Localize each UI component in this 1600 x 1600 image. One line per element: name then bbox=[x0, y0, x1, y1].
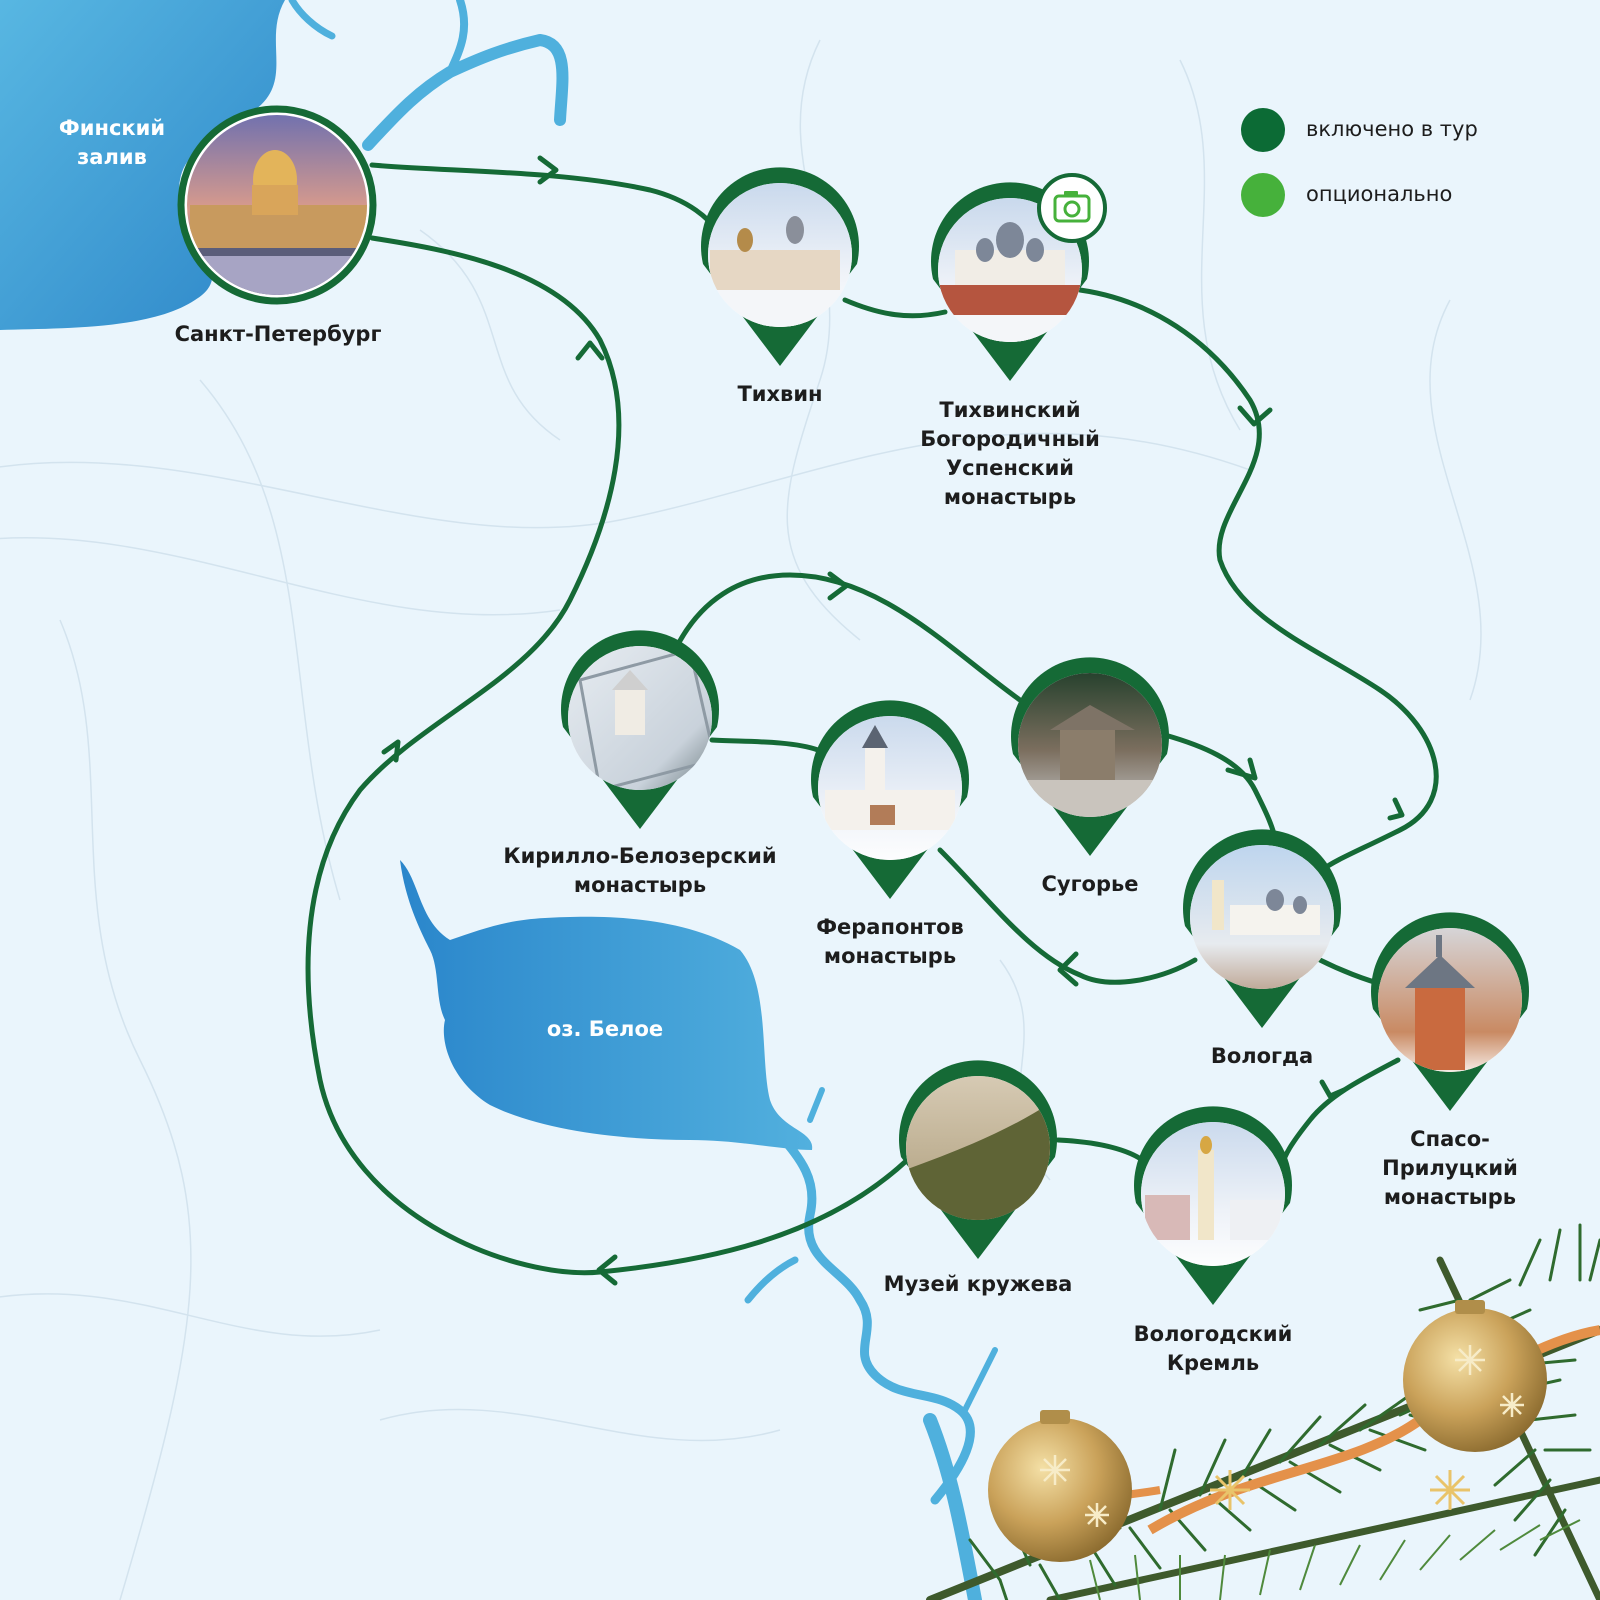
terrain-contours bbox=[0, 39, 1482, 1600]
label-lace-museum: Музей кружева bbox=[883, 1272, 1073, 1296]
label-vologda: Вологда bbox=[1210, 1044, 1314, 1068]
label-spaso: Спасо-Прилуцкий монастырь bbox=[1382, 1127, 1518, 1209]
pin-spaso[interactable] bbox=[1370, 912, 1530, 1111]
pin-tikhvin[interactable] bbox=[700, 167, 860, 366]
legend-optional-dot bbox=[1241, 173, 1285, 217]
gulf-label: Финский залив bbox=[58, 116, 166, 169]
legend-optional-label: опционально bbox=[1306, 182, 1453, 206]
gulf-of-finland bbox=[0, 0, 285, 330]
rivers bbox=[288, 0, 998, 1600]
pin-tikhvin-monastery[interactable] bbox=[930, 173, 1107, 381]
pin-lace-museum[interactable] bbox=[898, 1060, 1058, 1259]
pin-vologda-kremlin[interactable] bbox=[1133, 1106, 1293, 1305]
label-kirillo: Кирилло-Белозерский монастырь bbox=[503, 844, 777, 897]
pin-spb[interactable] bbox=[177, 105, 380, 310]
pin-vologda[interactable] bbox=[1182, 829, 1342, 1028]
label-tikhvin-monastery: Тихвинский Богородичный Успенский монаст… bbox=[920, 398, 1100, 509]
legend-included-dot bbox=[1241, 108, 1285, 152]
label-sugorye: Сугорье bbox=[1041, 872, 1139, 896]
label-ferapontov: Ферапонтов монастырь bbox=[816, 915, 964, 968]
camera-icon bbox=[1037, 173, 1107, 243]
pin-sugorye[interactable] bbox=[1010, 657, 1170, 856]
label-spb: Санкт-Петербург bbox=[174, 322, 382, 346]
pin-kirillo[interactable] bbox=[560, 630, 720, 829]
legend-included-label: включено в тур bbox=[1306, 117, 1478, 141]
pin-ferapontov[interactable] bbox=[810, 700, 970, 899]
lake-beloye bbox=[400, 860, 813, 1150]
label-tikhvin: Тихвин bbox=[737, 382, 823, 406]
label-vologda-kremlin: Вологодский Кремль bbox=[1133, 1322, 1293, 1375]
christmas-decoration bbox=[926, 1223, 1600, 1600]
route-arrows bbox=[381, 155, 1405, 1286]
lake-label: оз. Белое bbox=[546, 1017, 664, 1041]
